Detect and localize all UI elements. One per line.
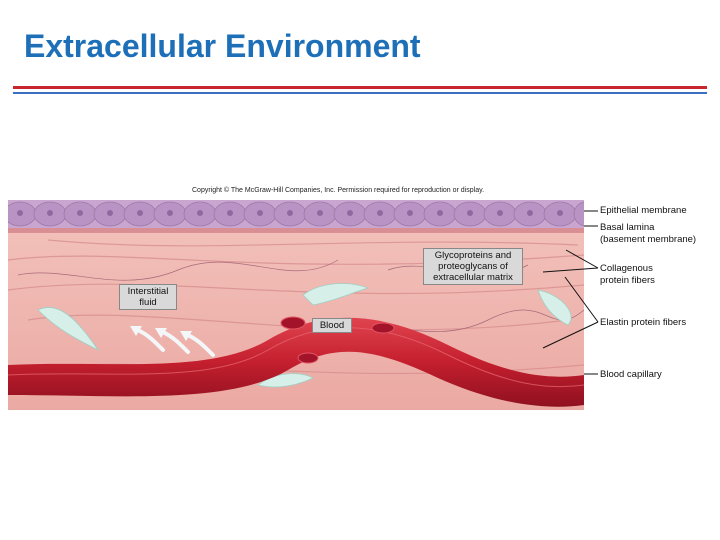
label-blood-capillary: Blood capillary [600,369,662,380]
title-divider-blue [13,92,707,94]
label-interstitial-fluid: Interstitial fluid [119,284,177,310]
fibroblast-cells [37,283,572,388]
basal-lamina [8,228,584,233]
label-elastin-fibers: Elastin protein fibers [600,317,687,328]
slide-title: Extracellular Environment [24,28,421,64]
label-collagenous-fibers: Collagenous protein fibers [600,263,655,286]
label-blood: Blood [312,318,352,333]
label-extracellular-matrix: Glycoproteins and proteoglycans of extra… [423,248,523,285]
label-epithelial-membrane: Epithelial membrane [600,205,687,216]
blood-capillary [8,317,584,407]
epithelial-cells [8,200,584,228]
copyright-notice: Copyright © The McGraw-Hill Companies, I… [192,187,485,194]
red-blood-cells [280,316,395,364]
tissue-illustration [8,200,584,410]
interstitial-fluid-arrows [136,328,215,357]
label-basal-lamina: Basal lamina (basement membrane) [600,222,697,245]
title-divider-red [13,86,707,89]
